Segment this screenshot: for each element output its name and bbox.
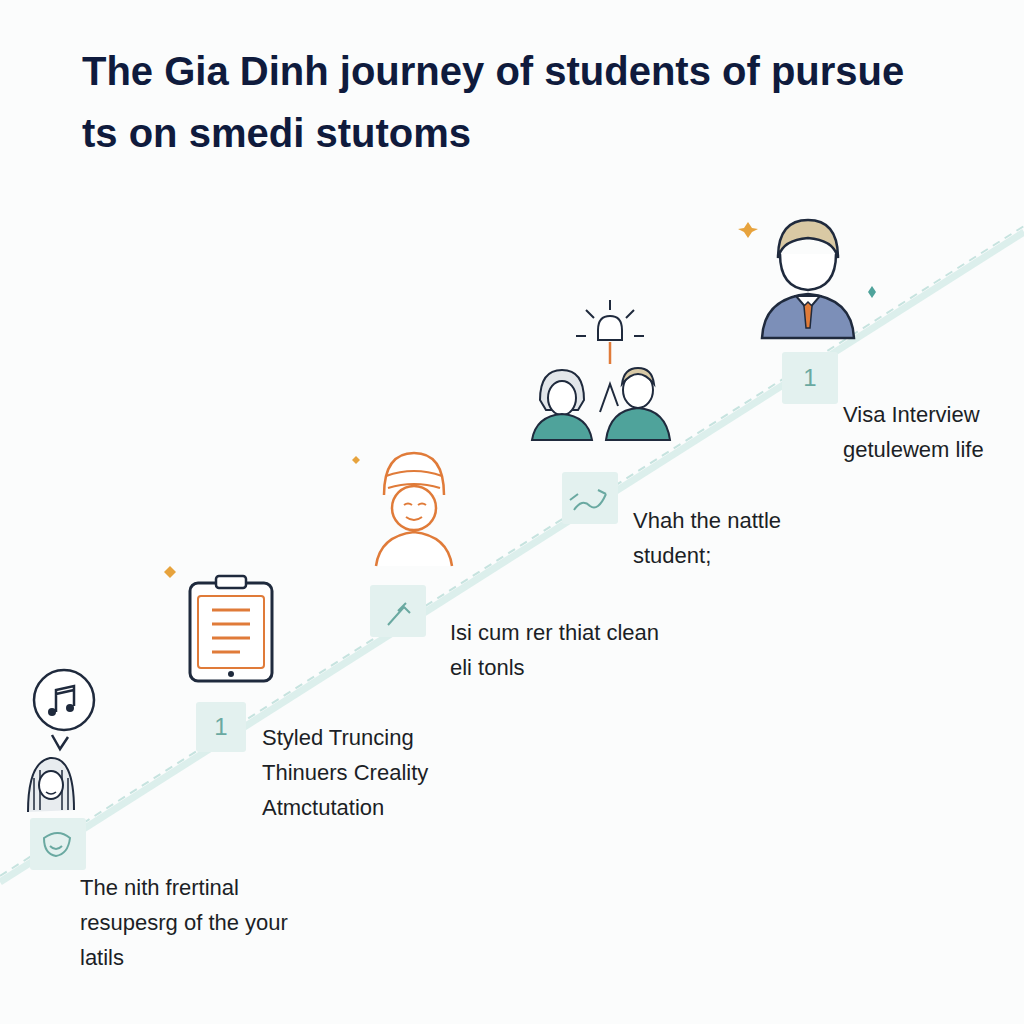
person-body: [532, 414, 592, 440]
person-body: [376, 532, 452, 566]
step-number: 1: [803, 364, 816, 392]
step-square: [562, 472, 618, 524]
sparkle: [738, 222, 758, 238]
man-hair: [778, 220, 838, 258]
journey-dash: [0, 226, 1024, 876]
girl-hair: [28, 758, 74, 812]
man-suit: [762, 294, 854, 338]
journey-path: [0, 232, 1024, 882]
clipboard: [190, 583, 272, 681]
speech-bubble: [34, 670, 94, 730]
step-square: 1: [782, 352, 838, 404]
lightbulb: [598, 316, 622, 340]
step-icon: [388, 603, 410, 625]
step-square: [30, 818, 86, 870]
diagram-title: The Gia Dinh journey of students of purs…: [82, 40, 922, 164]
sparkle: [164, 566, 176, 578]
tie: [804, 302, 812, 328]
step-label: The nith frertinal resupesrg of the your…: [80, 870, 310, 975]
person-body: [606, 408, 670, 440]
step-number: 1: [214, 713, 227, 741]
girl-face: [39, 771, 63, 799]
music-note: [56, 686, 74, 712]
step-icon: [570, 490, 606, 510]
step-square: [370, 585, 426, 637]
step-icon: [44, 833, 70, 856]
step-label: Visa Interview getulewem life: [843, 397, 1018, 467]
step-label: Styled Truncing Thinuers Creality Atmctu…: [262, 720, 482, 825]
sparkle: [868, 286, 876, 298]
step-label: Vhah the nattle student;: [633, 503, 833, 573]
sparkle: [352, 456, 360, 464]
step-square: 1: [196, 702, 246, 752]
speech-bubble-tail: [52, 735, 68, 749]
step-label: Isi cum rer thiat clean eli tonls: [450, 615, 665, 685]
